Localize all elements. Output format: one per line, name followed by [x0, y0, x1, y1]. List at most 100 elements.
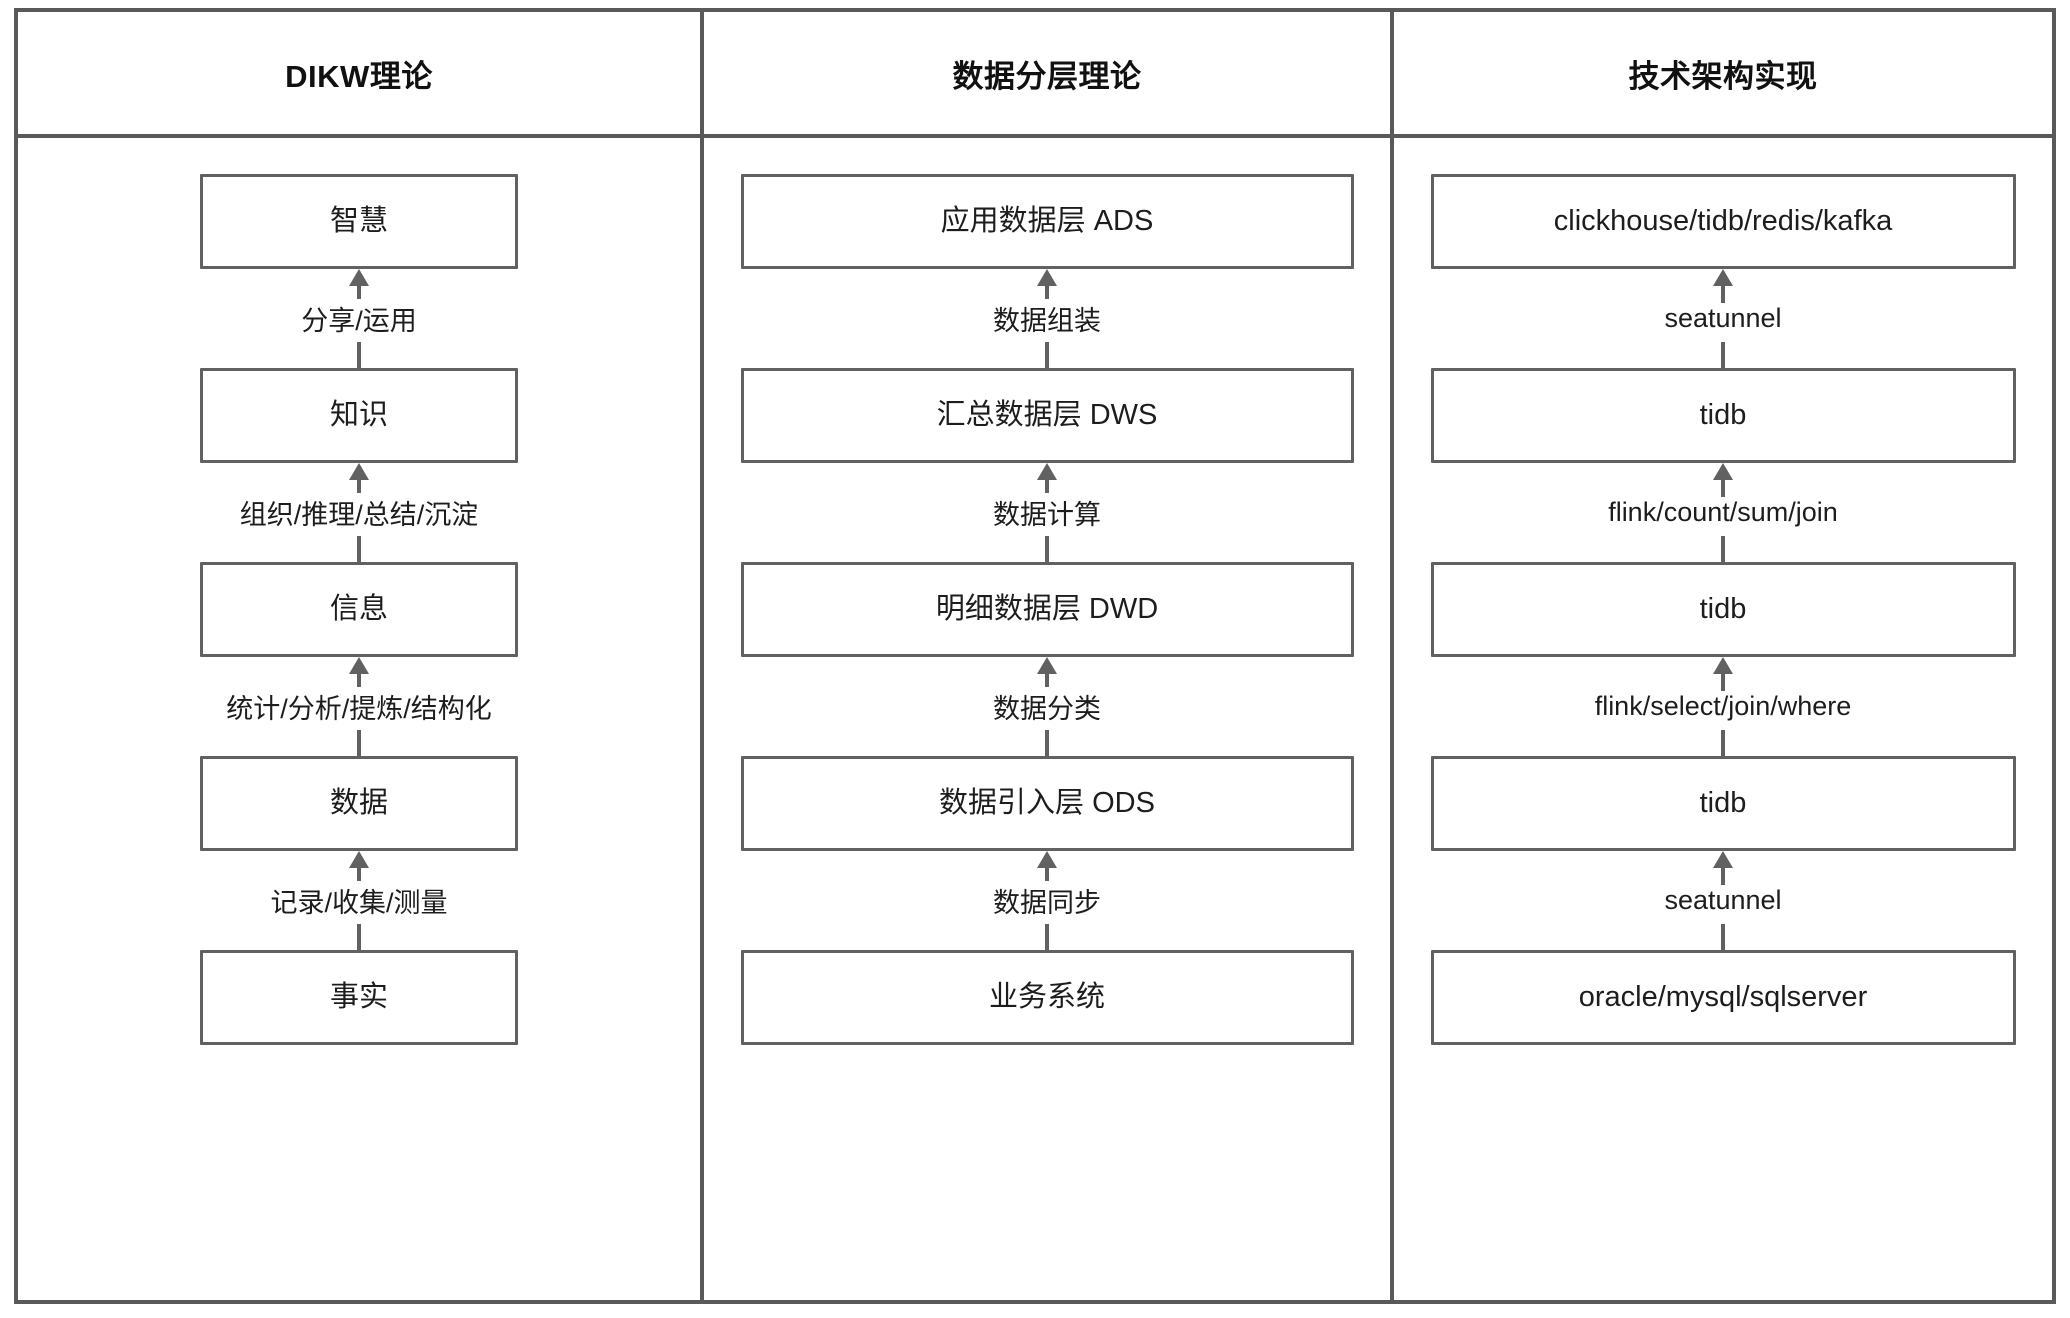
node-label: 数据引入层 ODS [939, 786, 1155, 819]
edge-label: 数据同步 [983, 881, 1111, 920]
edge-label: seatunnel [1654, 885, 1792, 916]
connector-arrow-up: flink/select/join/where [1394, 657, 2052, 756]
column-header-label: 数据分层理论 [952, 58, 1142, 94]
arrow-up-icon [349, 269, 369, 286]
arrow-shaft-upper [1045, 476, 1049, 500]
arrow-shaft-upper [1045, 864, 1049, 888]
edge-label: 数据分类 [983, 687, 1111, 726]
edge-label: flink/select/join/where [1584, 691, 1862, 722]
connector-arrow-up: 分享/运用 [18, 269, 700, 368]
column-header-label: 技术架构实现 [1628, 58, 1818, 94]
arrow-shaft-lower [1045, 924, 1049, 950]
connector-arrow-up: 数据分类 [704, 657, 1390, 756]
connector-arrow-up: flink/count/sum/join [1394, 463, 2052, 562]
arrow-shaft-upper [1721, 864, 1725, 888]
arrow-shaft-upper [1721, 476, 1725, 500]
arrow-up-icon [1713, 463, 1733, 480]
connector-arrow-up: 数据组装 [704, 269, 1390, 368]
arrow-shaft-lower [1721, 536, 1725, 562]
column-header-label: DIKW理论 [285, 58, 433, 94]
connector-arrow-up: seatunnel [1394, 269, 2052, 368]
column-dikw-theory: DIKW理论 智慧 分享/运用 知识 组织/推理/总结/沉淀 [14, 8, 704, 1304]
arrow-up-icon [1037, 657, 1057, 674]
arrow-up-icon [1713, 851, 1733, 868]
node-label: 汇总数据层 DWS [936, 398, 1158, 431]
edge-label: 数据组装 [983, 299, 1111, 338]
arrow-shaft-lower [1721, 342, 1725, 368]
node-label: 明细数据层 DWD [935, 592, 1159, 625]
node-label: 业务系统 [988, 980, 1105, 1013]
edge-label: 记录/收集/测量 [260, 881, 458, 920]
arrow-up-icon [1037, 851, 1057, 868]
node-label: 信息 [329, 592, 388, 625]
column-data-layering-theory: 数据分层理论 应用数据层 ADS 数据组装 汇总数据层 DWS 数据计算 [704, 8, 1394, 1304]
arrow-shaft-upper [357, 670, 361, 694]
node-label: tidb [1699, 592, 1747, 625]
node-box[interactable]: tidb [1430, 562, 2016, 657]
connector-arrow-up: 数据同步 [704, 851, 1390, 950]
node-label: clickhouse/tidb/redis/kafka [1553, 204, 1893, 237]
node-label: 智慧 [329, 204, 388, 237]
connector-arrow-up: 统计/分析/提炼/结构化 [18, 657, 700, 756]
node-box[interactable]: 智慧 [200, 174, 518, 269]
node-box[interactable]: 数据 [200, 756, 518, 851]
connector-arrow-up: seatunnel [1394, 851, 2052, 950]
edge-label: 分享/运用 [291, 299, 427, 338]
edge-label: flink/count/sum/join [1598, 497, 1848, 528]
arrow-up-icon [1037, 463, 1057, 480]
node-box[interactable]: 信息 [200, 562, 518, 657]
column-header-tech-architecture: 技术架构实现 [1394, 12, 2052, 138]
node-box[interactable]: 知识 [200, 368, 518, 463]
arrow-shaft-upper [1045, 282, 1049, 306]
arrow-up-icon [349, 463, 369, 480]
arrow-shaft-lower [357, 730, 361, 756]
arrow-shaft-upper [357, 476, 361, 500]
column-body-dikw: 智慧 分享/运用 知识 组织/推理/总结/沉淀 信息 [18, 138, 700, 1300]
node-box[interactable]: clickhouse/tidb/redis/kafka [1430, 174, 2016, 269]
node-label: 事实 [329, 980, 388, 1013]
edge-label: 数据计算 [983, 493, 1111, 532]
node-label: 知识 [329, 398, 388, 431]
node-label: 数据 [329, 786, 388, 819]
connector-arrow-up: 组织/推理/总结/沉淀 [18, 463, 700, 562]
column-tech-architecture: 技术架构实现 clickhouse/tidb/redis/kafka seatu… [1394, 8, 2056, 1304]
column-header-dikw: DIKW理论 [18, 12, 700, 138]
node-label: 应用数据层 ADS [940, 204, 1154, 237]
arrow-shaft-lower [1045, 730, 1049, 756]
node-label: oracle/mysql/sqlserver [1578, 980, 1868, 1013]
edge-label: 组织/推理/总结/沉淀 [229, 493, 489, 532]
arrow-shaft-upper [1721, 282, 1725, 306]
node-box[interactable]: tidb [1430, 756, 2016, 851]
arrow-shaft-lower [1045, 536, 1049, 562]
arrow-shaft-lower [357, 536, 361, 562]
arrow-up-icon [1037, 269, 1057, 286]
arrow-shaft-upper [1045, 670, 1049, 694]
arrow-shaft-upper [357, 864, 361, 888]
arrow-shaft-lower [1045, 342, 1049, 368]
arrow-shaft-upper [357, 282, 361, 306]
node-box[interactable]: 应用数据层 ADS [740, 174, 1354, 269]
node-box[interactable]: 事实 [200, 950, 518, 1045]
node-box[interactable]: oracle/mysql/sqlserver [1430, 950, 2016, 1045]
connector-arrow-up: 记录/收集/测量 [18, 851, 700, 950]
node-box[interactable]: 数据引入层 ODS [740, 756, 1354, 851]
arrow-up-icon [349, 851, 369, 868]
arrow-shaft-lower [357, 342, 361, 368]
node-label: tidb [1699, 398, 1747, 431]
arrow-shaft-lower [357, 924, 361, 950]
arrow-shaft-lower [1721, 924, 1725, 950]
edge-label: 统计/分析/提炼/结构化 [216, 687, 502, 726]
column-header-data-layering: 数据分层理论 [704, 12, 1390, 138]
node-box[interactable]: tidb [1430, 368, 2016, 463]
edge-label: seatunnel [1654, 303, 1792, 334]
node-box[interactable]: 汇总数据层 DWS [740, 368, 1354, 463]
node-box[interactable]: 明细数据层 DWD [740, 562, 1354, 657]
connector-arrow-up: 数据计算 [704, 463, 1390, 562]
arrow-shaft-lower [1721, 730, 1725, 756]
node-label: tidb [1699, 786, 1747, 819]
arrow-up-icon [1713, 269, 1733, 286]
column-body-data-layering: 应用数据层 ADS 数据组装 汇总数据层 DWS 数据计算 明细数据层 DWD [704, 138, 1390, 1300]
node-box[interactable]: 业务系统 [740, 950, 1354, 1045]
arrow-up-icon [349, 657, 369, 674]
